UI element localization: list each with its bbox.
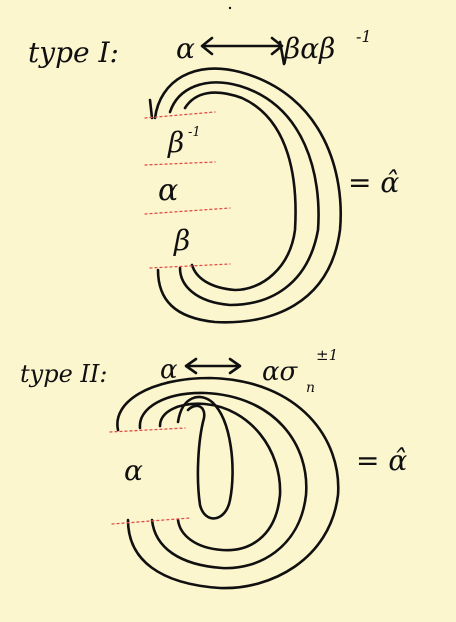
type-two-closed-braid [116,376,340,590]
type-one-section: type I: β α β^-1 --> α βαβ -1 β -1 α β [28,27,399,324]
type-one-lhs: α [176,32,195,65]
type-one-stack-top: β [167,126,184,159]
type-two-stack-mid: α [124,454,143,487]
double-arrow-two [184,357,242,375]
type-two-result: = α̂ [356,444,407,477]
type-one-cut-top [144,111,216,119]
type-one-stack-bottom: β [173,224,190,257]
double-arrow-one [200,36,284,56]
type-two-cut-top [109,427,186,433]
type-one-cut-3 [144,207,231,215]
type-two-rhs-exponent: ±1 [316,346,338,364]
type-one-label: type I: [28,36,119,69]
type-one-rhs-exponent: -1 [356,27,372,46]
type-one-rhs: βαβ [283,32,335,65]
type-two-section: type II: α σ_n^±1 --> α ασ n ±1 α = α̂ [20,346,407,590]
type-one-closed-braid [148,40,342,324]
type-one-cut-2 [144,161,216,166]
type-two-rhs-subscript: n [306,380,315,396]
type-one-result: = α̂ [348,166,399,199]
type-two-cut-bottom [111,517,191,525]
type-one-stack-mid: α [158,173,178,208]
type-two-lhs: α [160,355,178,385]
type-one-stack-top-exponent: -1 [188,125,201,140]
stray-mark [228,6,232,10]
type-two-rhs: ασ [262,357,299,387]
type-one-cut-bottom [149,263,231,269]
type-two-label: type II: [20,360,107,388]
